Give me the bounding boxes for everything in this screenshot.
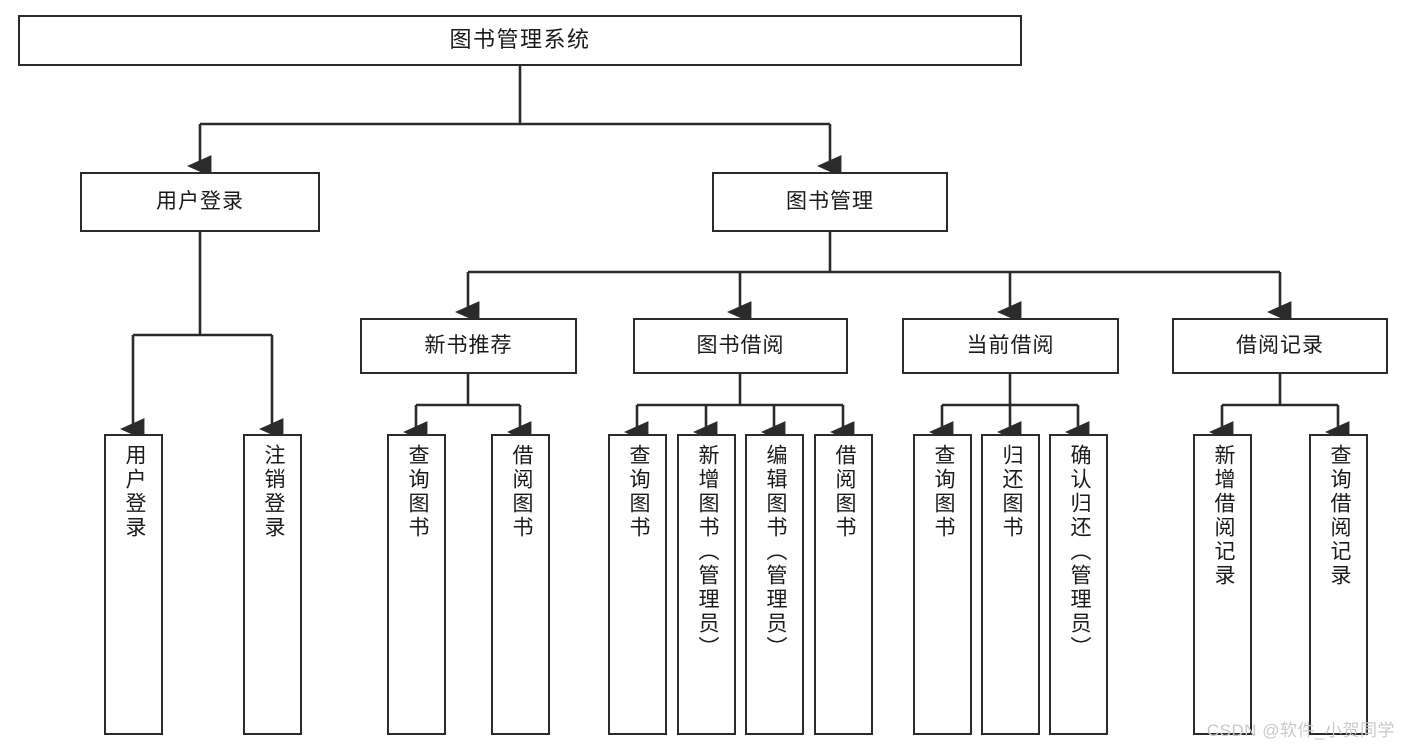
leaf-query-book-1[interactable]: 查询图书 — [387, 434, 446, 735]
leaf-confirm-return-label: 确认归还（管理员） — [1067, 444, 1091, 660]
node-book-borrow-label: 图书借阅 — [696, 334, 785, 358]
leaf-query-book-2[interactable]: 查询图书 — [608, 434, 667, 735]
leaf-query-book-1-label: 查询图书 — [405, 444, 429, 540]
node-borrow-record[interactable]: 借阅记录 — [1172, 318, 1388, 374]
leaf-add-book[interactable]: 新增图书（管理员） — [677, 434, 736, 735]
node-book-manage-label: 图书管理 — [786, 190, 874, 214]
leaf-query-book-3[interactable]: 查询图书 — [913, 434, 972, 735]
leaf-edit-book[interactable]: 编辑图书（管理员） — [745, 434, 804, 735]
leaf-borrow-book-2-label: 借阅图书 — [832, 444, 856, 540]
leaf-return-book[interactable]: 归还图书 — [981, 434, 1040, 735]
node-root-label: 图书管理系统 — [449, 27, 591, 53]
leaf-edit-book-label: 编辑图书（管理员） — [763, 444, 787, 660]
csdn-watermark: CSDN @软件_小贺同学 — [1206, 721, 1395, 740]
node-borrow-record-label: 借阅记录 — [1236, 334, 1324, 358]
node-user-login-label: 用户登录 — [156, 190, 244, 214]
node-root-system[interactable]: 图书管理系统 — [18, 15, 1022, 66]
leaf-add-book-label: 新增图书（管理员） — [695, 444, 719, 660]
leaf-borrow-book-1-label: 借阅图书 — [509, 444, 533, 540]
node-current-borrow[interactable]: 当前借阅 — [902, 318, 1119, 374]
leaf-user-login-label: 用户登录 — [122, 444, 146, 540]
leaf-query-record[interactable]: 查询借阅记录 — [1309, 434, 1368, 735]
leaf-return-book-label: 归还图书 — [999, 444, 1023, 540]
leaf-query-book-2-label: 查询图书 — [626, 444, 650, 540]
node-user-login[interactable]: 用户登录 — [80, 172, 320, 232]
leaf-add-record[interactable]: 新增借阅记录 — [1193, 434, 1252, 735]
leaf-add-record-label: 新增借阅记录 — [1211, 444, 1235, 588]
node-new-book-recommend-label: 新书推荐 — [424, 334, 513, 358]
leaf-confirm-return[interactable]: 确认归还（管理员） — [1049, 434, 1108, 735]
node-book-manage[interactable]: 图书管理 — [712, 172, 948, 232]
leaf-user-login[interactable]: 用户登录 — [104, 434, 163, 735]
node-current-borrow-label: 当前借阅 — [966, 334, 1055, 358]
leaf-query-record-label: 查询借阅记录 — [1327, 444, 1351, 588]
leaf-query-book-3-label: 查询图书 — [931, 444, 955, 540]
node-new-book-recommend[interactable]: 新书推荐 — [360, 318, 577, 374]
leaf-borrow-book-2[interactable]: 借阅图书 — [814, 434, 873, 735]
leaf-user-logout[interactable]: 注销登录 — [243, 434, 302, 735]
leaf-borrow-book-1[interactable]: 借阅图书 — [491, 434, 550, 735]
leaf-user-logout-label: 注销登录 — [261, 444, 285, 540]
node-book-borrow[interactable]: 图书借阅 — [633, 318, 848, 374]
